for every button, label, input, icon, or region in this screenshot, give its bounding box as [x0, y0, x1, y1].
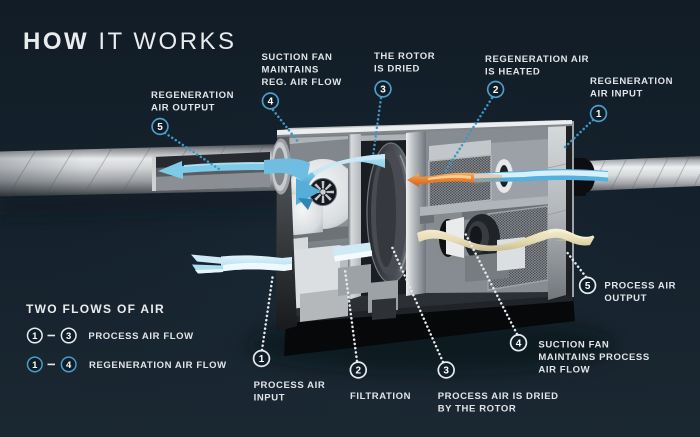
svg-text:PROCESS AIR IS DRIED: PROCESS AIR IS DRIED — [438, 391, 559, 402]
svg-text:2: 2 — [493, 85, 499, 96]
svg-text:1: 1 — [596, 109, 602, 120]
svg-text:AIR INPUT: AIR INPUT — [590, 89, 643, 100]
svg-text:1: 1 — [32, 331, 38, 342]
svg-text:TWO FLOWS OF AIR: TWO FLOWS OF AIR — [26, 302, 165, 316]
svg-text:4: 4 — [516, 339, 522, 350]
svg-text:2: 2 — [356, 366, 362, 377]
svg-text:REGENERATION AIR FLOW: REGENERATION AIR FLOW — [89, 360, 227, 371]
svg-text:5: 5 — [585, 281, 591, 292]
svg-text:SUCTION FAN: SUCTION FAN — [262, 52, 333, 63]
svg-text:FILTRATION: FILTRATION — [350, 391, 411, 402]
svg-text:PROCESS AIR: PROCESS AIR — [604, 281, 676, 292]
svg-text:THE ROTOR: THE ROTOR — [374, 51, 435, 62]
svg-text:SUCTION FAN: SUCTION FAN — [538, 340, 609, 351]
svg-text:HOW IT WORKS: HOW IT WORKS — [23, 28, 237, 55]
svg-text:3: 3 — [380, 85, 386, 96]
svg-text:4: 4 — [66, 360, 72, 371]
svg-text:1: 1 — [32, 360, 38, 371]
svg-text:MAINTAINS PROCESS: MAINTAINS PROCESS — [538, 352, 649, 363]
svg-text:3: 3 — [443, 366, 449, 377]
svg-text:5: 5 — [157, 122, 163, 133]
svg-text:AIR FLOW: AIR FLOW — [538, 365, 590, 376]
svg-text:INPUT: INPUT — [254, 393, 286, 404]
svg-text:REG. AIR FLOW: REG. AIR FLOW — [262, 77, 342, 88]
svg-text:BY THE ROTOR: BY THE ROTOR — [438, 404, 517, 415]
svg-text:IS DRIED: IS DRIED — [374, 64, 420, 75]
svg-text:REGENERATION: REGENERATION — [590, 76, 673, 87]
svg-text:OUTPUT: OUTPUT — [604, 293, 647, 304]
svg-text:PROCESS AIR: PROCESS AIR — [254, 380, 326, 391]
svg-text:3: 3 — [66, 331, 71, 342]
svg-text:1: 1 — [259, 354, 265, 365]
svg-text:AIR OUTPUT: AIR OUTPUT — [151, 103, 215, 114]
svg-text:REGENERATION AIR: REGENERATION AIR — [485, 54, 589, 65]
svg-text:4: 4 — [268, 97, 274, 108]
svg-text:REGENERATION: REGENERATION — [151, 90, 234, 101]
svg-text:PROCESS AIR FLOW: PROCESS AIR FLOW — [88, 331, 193, 342]
svg-text:MAINTAINS: MAINTAINS — [262, 65, 319, 76]
svg-text:IS HEATED: IS HEATED — [485, 67, 540, 78]
